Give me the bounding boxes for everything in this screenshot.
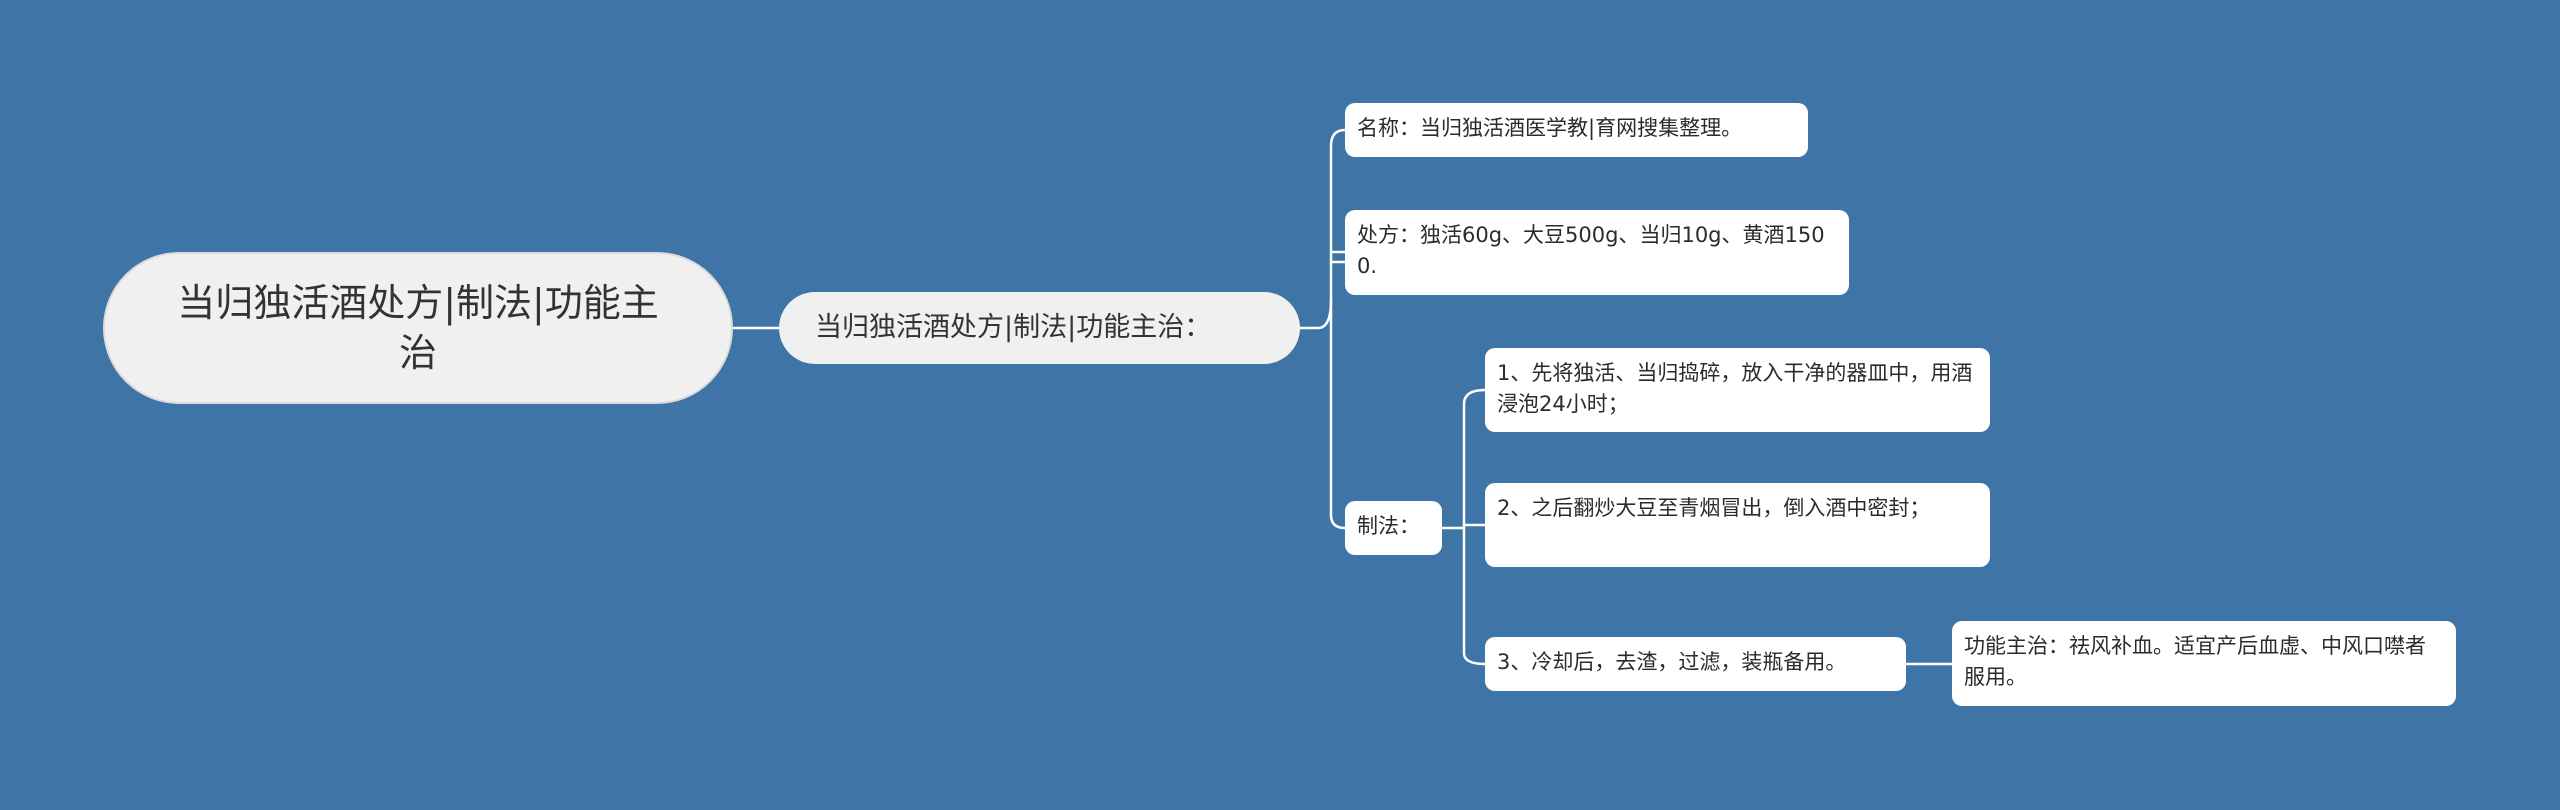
connector-to-step1	[1462, 388, 1486, 405]
method-node[interactable]: 制法：	[1345, 501, 1442, 555]
connector-trunk-bottom	[1329, 514, 1346, 530]
recipe-node[interactable]: 处方：独活60g、大豆500g、当归10g、黄酒1500.	[1345, 210, 1849, 295]
main-branch-topic[interactable]: 当归独活酒处方|制法|功能主治：	[779, 292, 1300, 364]
root-topic[interactable]: 当归独活酒处方|制法|功能主治	[103, 252, 733, 404]
main-branch-label: 当归独活酒处方|制法|功能主治：	[815, 312, 1212, 343]
root-topic-label: 当归独活酒处方|制法|功能主治	[177, 281, 659, 375]
connector-to-step3	[1462, 652, 1486, 666]
connector-trunk-top	[1329, 128, 1346, 147]
step-3-node[interactable]: 3、冷却后，去渣，过滤，装瓶备用。	[1485, 637, 1906, 691]
connector-trunk-recipe	[1317, 260, 1345, 330]
function-node[interactable]: 功能主治：祛风补血。适宜产后血虚、中风口噤者服用。	[1952, 621, 2456, 706]
step-1-node[interactable]: 1、先将独活、当归捣碎，放入干净的器皿中，用酒浸泡24小时；	[1485, 348, 1990, 432]
step-2-node[interactable]: 2、之后翻炒大豆至青烟冒出，倒入酒中密封；	[1485, 483, 1990, 567]
name-node[interactable]: 名称：当归独活酒医学教|育网搜集整理。	[1345, 103, 1808, 157]
